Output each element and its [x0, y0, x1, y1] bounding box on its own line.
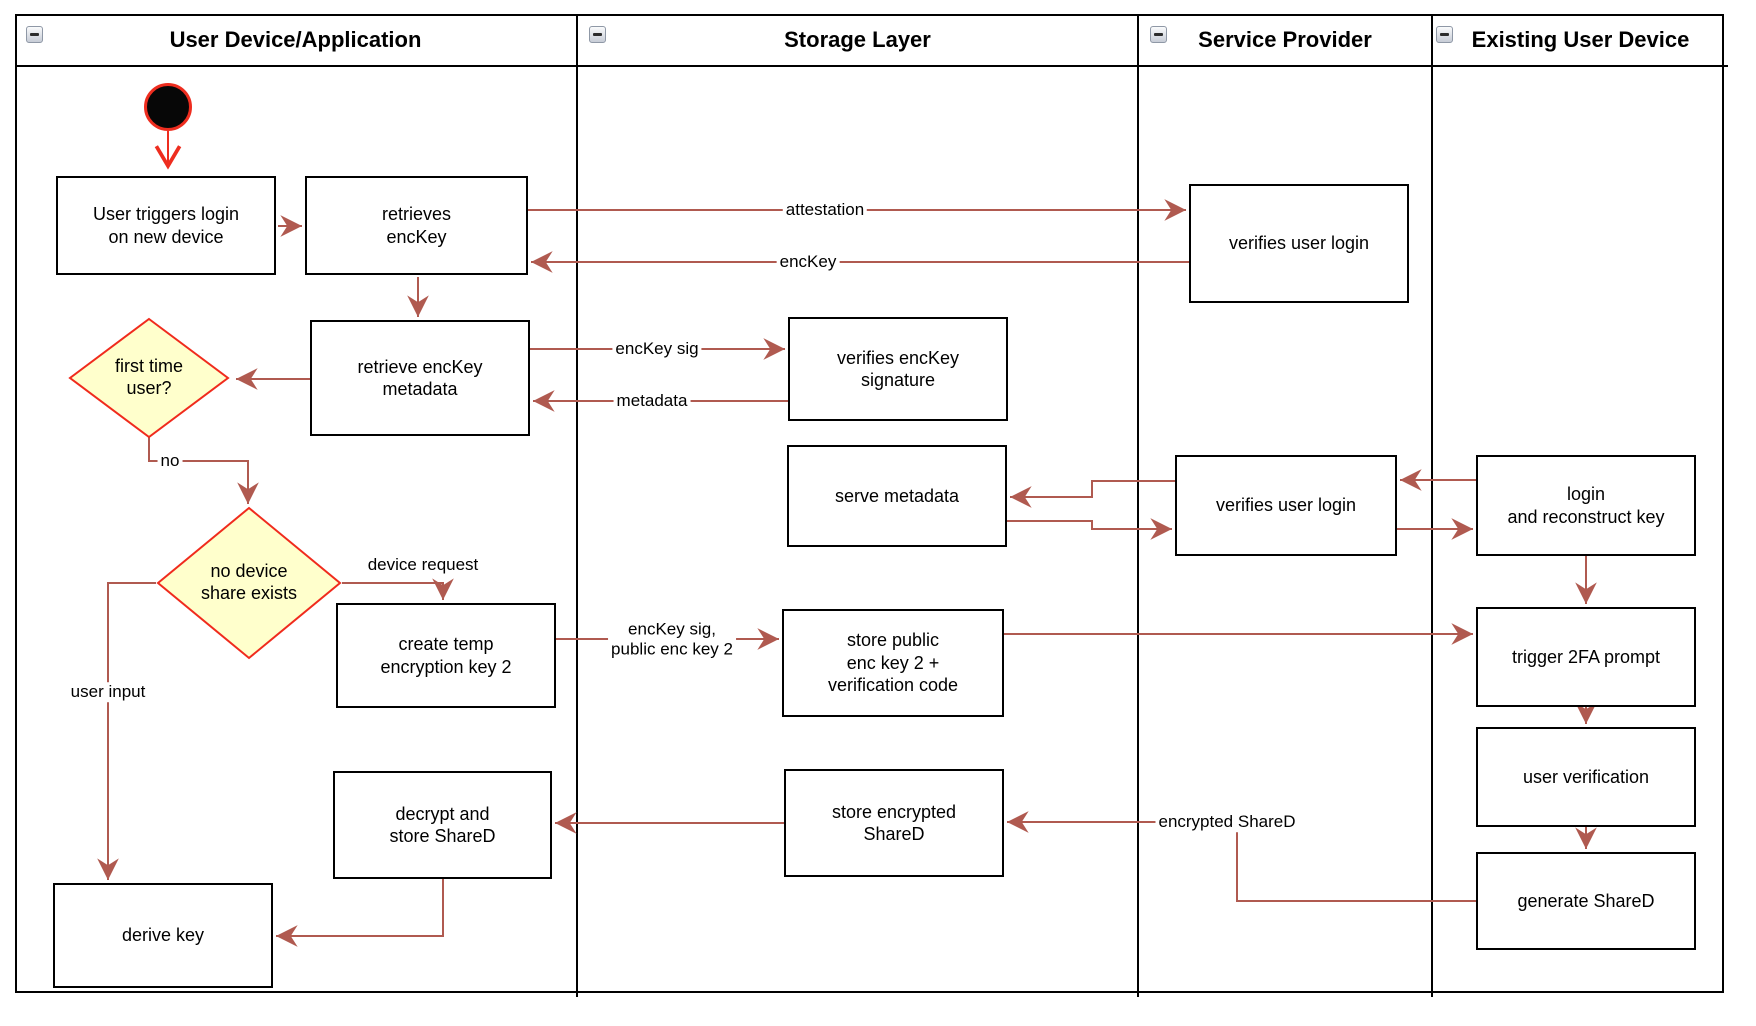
edge-user-input[interactable]: [97, 582, 156, 880]
minus-icon: [1440, 33, 1449, 36]
node-user-verification[interactable]: user verification: [1476, 727, 1696, 827]
lane-header-storage-layer: Storage Layer: [578, 14, 1137, 67]
decision-label: no device share exists: [200, 561, 298, 603]
edge-label-no[interactable]: no: [157, 451, 183, 471]
lane-title: Existing User Device: [1471, 26, 1690, 52]
node-trigger-2fa-prompt[interactable]: trigger 2FA prompt: [1476, 607, 1696, 707]
edge-label-metadata[interactable]: metadata: [613, 391, 691, 411]
lane-title: Service Provider: [1198, 26, 1372, 52]
edge-decrypt-to-derive-key[interactable]: [276, 879, 444, 947]
minus-icon: [1154, 33, 1163, 36]
edge-serve-metadata-to-verifies-mid[interactable]: [1007, 518, 1172, 540]
decision-label: first time user?: [114, 356, 183, 398]
edge-label-enckey-sig[interactable]: encKey sig: [612, 339, 702, 359]
node-decrypt-and-store-shared[interactable]: decrypt and store ShareD: [333, 771, 552, 879]
node-verifies-enckey-signature[interactable]: verifies encKey signature: [788, 317, 1008, 421]
lane-header-user-device-application: User Device/Application: [15, 14, 576, 67]
lane-header-service-provider: Service Provider: [1139, 14, 1431, 67]
edge-label-encrypted-shared[interactable]: encrypted ShareD: [1155, 812, 1299, 832]
edge-device-request[interactable]: [342, 578, 454, 600]
lane-storage-layer: Storage Layer: [578, 14, 1139, 997]
minus-icon: [30, 33, 39, 36]
edge-no-branch[interactable]: [148, 437, 259, 504]
node-login-and-reconstruct-key[interactable]: login and reconstruct key: [1476, 455, 1696, 556]
node-retrieves-enckey[interactable]: retrieves encKey: [305, 176, 528, 275]
edge-label-device-request[interactable]: device request: [364, 555, 482, 575]
decision-first-time-user[interactable]: first time user?: [68, 317, 230, 439]
lane-title: Storage Layer: [784, 26, 931, 52]
decision-no-device-share-exists[interactable]: no device share exists: [156, 506, 342, 660]
lane-header-existing-user-device: Existing User Device: [1433, 14, 1728, 67]
collapse-lane-button[interactable]: [589, 26, 606, 43]
node-store-public-enc-key-2[interactable]: store public enc key 2 + verification co…: [782, 609, 1004, 717]
node-retrieve-enckey-metadata[interactable]: retrieve encKey metadata: [310, 320, 530, 436]
node-user-triggers-login[interactable]: User triggers login on new device: [56, 176, 276, 275]
node-generate-shared[interactable]: generate ShareD: [1476, 852, 1696, 950]
node-verifies-user-login-top[interactable]: verifies user login: [1189, 184, 1409, 303]
collapse-lane-button[interactable]: [1436, 26, 1453, 43]
node-derive-key[interactable]: derive key: [53, 883, 273, 988]
edge-verifies-mid-to-serve-metadata[interactable]: [1009, 480, 1175, 508]
edge-label-user-input[interactable]: user input: [67, 682, 149, 702]
node-serve-metadata[interactable]: serve metadata: [787, 445, 1007, 547]
lane-user-device-application: User Device/Application: [15, 14, 578, 997]
node-create-temp-encryption-key-2[interactable]: create temp encryption key 2: [336, 603, 556, 708]
lane-service-provider: Service Provider: [1139, 14, 1433, 997]
diagram-outer-frame: [15, 14, 1724, 993]
minus-icon: [593, 33, 602, 36]
initial-node[interactable]: [144, 83, 192, 131]
edge-label-enckey[interactable]: encKey: [776, 252, 840, 272]
edge-encrypted-shared[interactable]: [1006, 811, 1476, 902]
edge-label-attestation[interactable]: attestation: [782, 200, 868, 220]
lane-existing-user-device: Existing User Device: [1433, 14, 1728, 997]
edge-label-enckey-sig-public[interactable]: encKey sig, public enc key 2: [608, 619, 736, 659]
lane-title: User Device/Application: [169, 26, 422, 52]
collapse-lane-button[interactable]: [26, 26, 43, 43]
collapse-lane-button[interactable]: [1150, 26, 1167, 43]
node-verifies-user-login-mid[interactable]: verifies user login: [1175, 455, 1397, 556]
node-store-encrypted-shared[interactable]: store encrypted ShareD: [784, 769, 1004, 877]
